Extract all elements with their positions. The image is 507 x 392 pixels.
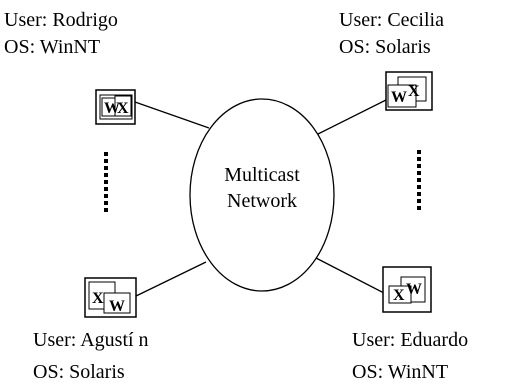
workstation-icon-rodrigo: W X — [95, 89, 136, 125]
window-letter-x: X — [117, 100, 129, 117]
connection-rodrigo — [134, 101, 210, 129]
connection-agustin — [133, 261, 207, 298]
user-label-cecilia: User: Cecilia — [339, 9, 444, 31]
window-letter-x: X — [92, 290, 104, 307]
connection-cecilia — [315, 99, 387, 136]
window-letter-x: X — [393, 287, 405, 304]
os-label-agustin: OS: Solaris — [33, 361, 125, 383]
network-label-line2: Network — [227, 190, 297, 212]
os-label-eduardo: OS: WinNT — [352, 361, 448, 383]
window-letter-x: X — [408, 83, 420, 100]
user-label-agustin: User: Agustí n — [33, 329, 149, 351]
network-label-line1: Multicast — [224, 164, 300, 186]
window-letter-w: W — [406, 281, 422, 298]
workstation-icon-cecilia: W X — [385, 71, 433, 111]
window-letter-w: W — [109, 298, 125, 315]
os-label-rodrigo: OS: WinNT — [4, 36, 100, 58]
user-label-rodrigo: User: Rodrigo — [4, 9, 118, 31]
connection-eduardo — [315, 257, 385, 294]
multicast-network-ellipse — [189, 98, 335, 292]
user-label-eduardo: User: Eduardo — [352, 329, 468, 351]
workstation-icon-eduardo: X W — [382, 266, 432, 313]
window-letter-w: W — [104, 100, 120, 117]
window-letter-w: W — [391, 89, 407, 106]
workstation-icon-agustin: X W — [84, 277, 137, 318]
os-label-cecilia: OS: Solaris — [339, 36, 431, 58]
